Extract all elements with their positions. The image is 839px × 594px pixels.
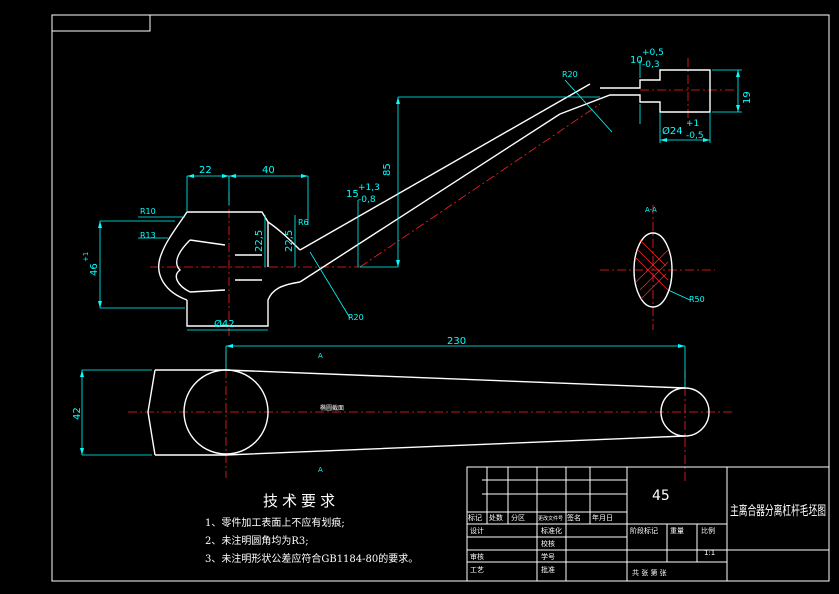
- dim-42-diameter: Ø42: [214, 318, 235, 330]
- dim-15-lower: -0,8: [358, 195, 376, 205]
- tb-bili: 比例: [701, 526, 715, 535]
- dim-24-upper: +1: [686, 119, 699, 129]
- dim-40: 40: [262, 165, 275, 176]
- radius-r13: R13: [140, 231, 156, 240]
- section-a-a: [633, 232, 673, 308]
- dim-15: 15: [346, 189, 359, 200]
- dim-46-sup: +1: [82, 252, 90, 262]
- tb-biaoji: 标记: [468, 513, 482, 522]
- dim-10-lower: -0,3: [642, 60, 660, 70]
- dim-22-5-b: 22,5: [284, 230, 295, 252]
- section-mark-a-top: A: [318, 352, 323, 360]
- tb-title-line: 主离合器分离杠杆毛坯图: [730, 503, 826, 519]
- section-mark-a-bottom: A: [318, 466, 323, 474]
- tb-fenqu: 分区: [511, 513, 525, 522]
- dim-85: 85: [382, 163, 393, 176]
- tb-jieduan: 阶段标记: [630, 526, 658, 535]
- title-block: [466, 466, 830, 582]
- tb-sheets: 共 张 第 张: [632, 568, 667, 577]
- tb-chushu: 处数: [489, 513, 503, 522]
- dimension-arrows: [80, 70, 740, 455]
- lever-top-view: [158, 69, 711, 327]
- dim-22-5-a: 22,5: [254, 230, 265, 252]
- tb-scale: 1:1: [704, 549, 715, 557]
- dim-10: 10: [630, 55, 643, 66]
- tb-qianming: 签名: [567, 513, 581, 522]
- section-label: A-A: [645, 206, 657, 214]
- center-note: 椭圆截面: [320, 404, 344, 412]
- tb-biaozhunhua: 标准化: [541, 526, 562, 535]
- tb-sheji: 设计: [470, 526, 484, 535]
- radius-r50: R50: [689, 295, 705, 304]
- tb-zhongliang: 重量: [670, 527, 684, 535]
- center-lines: [128, 58, 735, 482]
- dim-15-upper: +1,3: [358, 183, 380, 193]
- tb-shenhe: 审核: [470, 552, 484, 561]
- tech-req-3: 3、未注明形状公差应符合GB1184-80的要求。: [205, 554, 419, 565]
- tech-title: 技术要求: [263, 492, 340, 510]
- radius-r6: R6: [298, 218, 309, 227]
- lever-front-view: [147, 369, 710, 456]
- tb-xuhao: 学号: [541, 552, 555, 561]
- sheet-frame: [51, 14, 830, 582]
- tb-nianyueri: 年月日: [592, 513, 613, 522]
- radius-r20-bottom: R20: [348, 313, 364, 322]
- dim-24-lower: -0,5: [686, 131, 704, 141]
- tech-req-2: 2、未注明圆角均为R3;: [205, 536, 309, 547]
- dimension-lines: [81, 60, 742, 456]
- dim-42: 42: [72, 407, 83, 420]
- radius-r10: R10: [140, 207, 156, 216]
- tech-req-1: 1、零件加工表面上不应有划痕;: [205, 518, 345, 529]
- tb-gongyi: 工艺: [470, 566, 484, 574]
- tb-material: 45: [652, 488, 670, 504]
- dim-10-upper: +0,5: [642, 48, 664, 58]
- dim-19: 19: [742, 91, 753, 104]
- dim-46: 46: [89, 263, 100, 276]
- dim-22: 22: [199, 165, 212, 176]
- tb-jiaoyan: 校核: [541, 539, 555, 548]
- radius-r20-top: R20: [562, 70, 578, 79]
- dim-230: 230: [447, 336, 466, 347]
- tb-pizhun: 批准: [541, 565, 555, 574]
- tb-wenjian: 更改文件号: [538, 515, 563, 522]
- dim-24: Ø24: [662, 125, 683, 137]
